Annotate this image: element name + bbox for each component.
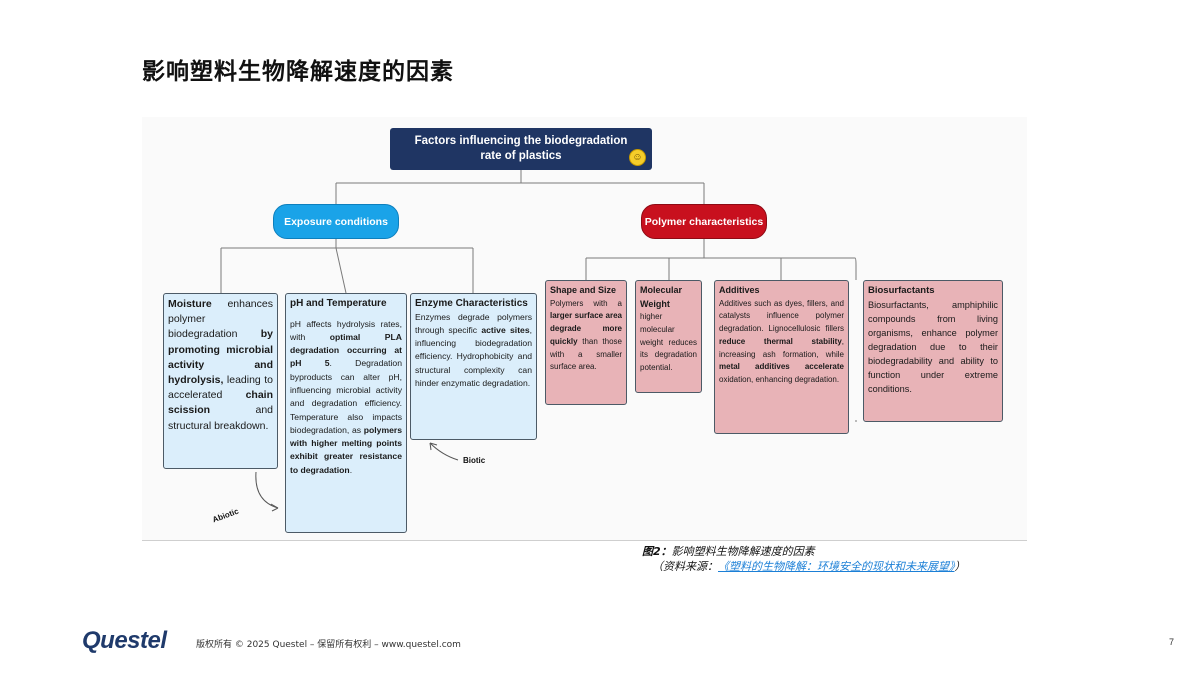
factor-shape-bold: larger surface area degrade more quickly [550, 311, 622, 346]
factor-additives-text: , increasing ash formation, while [719, 336, 844, 359]
factor-moisture: Moisture enhances polymer biodegradation… [163, 293, 278, 469]
factor-ph-text: . [349, 464, 353, 475]
biotic-arrow [429, 442, 459, 461]
factor-ph-text: pH affects hydrolysis rates, with [290, 318, 402, 342]
factor-molecular-text: higher molecular weight reduces its degr… [640, 312, 697, 373]
root-connector [335, 170, 705, 204]
factor-shape-text: than those with a smaller surface area. [550, 336, 622, 372]
factor-ph-text: . Degradation byproducts can alter pH, i… [290, 358, 402, 435]
factor-enzyme-bold: active sites [481, 324, 530, 335]
factor-shape-title: Shape and Size [550, 285, 617, 295]
abiotic-arrow [255, 471, 279, 509]
factor-moisture-bold: chain scission [168, 389, 273, 417]
page-number: 7 [1169, 637, 1175, 647]
factor-moisture-bold: by promoting microbial activity and hydr… [168, 328, 273, 387]
exposure-connector [220, 239, 474, 294]
factor-moisture-text: and structural breakdown. [168, 404, 273, 432]
caption-text: 影响塑料生物降解速度的因素 [671, 545, 815, 558]
factor-additives-text: oxidation, enhancing degradation. [719, 375, 840, 385]
factor-biosurfactants-text: Biosurfactants, amphiphilic compounds fr… [868, 299, 998, 394]
factor-enzyme-title: Enzyme Characteristics [415, 298, 528, 309]
caption-figure-label: 图2： [642, 545, 672, 558]
footer-copyright: 版权所有 © 2025 Questel – 保留所有权利 – www.quest… [196, 640, 461, 650]
category-exposure-label: Exposure conditions [284, 215, 388, 228]
factor-additives-bold: metal additives accelerate [719, 362, 844, 372]
factor-additives-title: Additives [719, 285, 760, 295]
smiley-icon: ☺ [629, 149, 646, 166]
factor-moisture-text: enhances polymer biodegradation [168, 298, 273, 341]
diagram-figure: Factors influencing the biodegradation r… [142, 117, 1027, 541]
factor-additives-text: Additives such as dyes, fillers, and cat… [719, 298, 844, 334]
biotic-label: Biotic [463, 456, 486, 465]
factor-moisture-text: leading to accelerated [168, 374, 273, 402]
factor-enzyme-text: , influencing biodegradation efficiency.… [415, 324, 533, 388]
caption-source-suffix: ） [954, 560, 966, 573]
caption-source: （资料来源：《塑料的生物降解：环境安全的现状和未来展望》） [642, 559, 966, 574]
factor-molecular-weight: Molecular Weight higher molecular weight … [635, 280, 702, 393]
factor-moisture-title: Moisture [168, 298, 212, 310]
root-label: Factors influencing the biodegradation r… [414, 135, 628, 162]
factor-enzyme-text: Enzymes degrade polymers through specifi… [415, 311, 532, 335]
category-exposure: Exposure conditions [273, 204, 399, 239]
factor-ph-temperature: pH and Temperature pH affects hydrolysis… [285, 293, 407, 533]
factor-ph-title: pH and Temperature [290, 298, 387, 309]
caption-source-link[interactable]: 《塑料的生物降解：环境安全的现状和未来展望》 [718, 560, 955, 573]
category-polymer-label: Polymer characteristics [644, 215, 764, 228]
factor-biosurfactants-title: Biosurfactants [868, 285, 935, 296]
root-node: Factors influencing the biodegradation r… [390, 128, 652, 170]
factor-molecular-title: Molecular Weight [640, 285, 683, 309]
polymer-connector [585, 239, 857, 422]
slide-title: 影响塑料生物降解速度的因素 [142, 59, 454, 85]
factor-ph-bold: polymers with higher melting points exhi… [290, 424, 402, 475]
questel-logo: Questel [82, 627, 167, 654]
figure-caption: 图2：影响塑料生物降解速度的因素 （资料来源：《塑料的生物降解：环境安全的现状和… [642, 544, 966, 574]
caption-source-prefix: （资料来源： [652, 560, 718, 573]
factor-additives-bold: reduce thermal stability [719, 336, 842, 346]
factor-ph-bold: optimal PLA degradation occurring at pH … [290, 331, 402, 369]
connector-lines [220, 170, 857, 512]
category-polymer: Polymer characteristics [641, 204, 767, 239]
factor-shape-text: Polymers with a [550, 298, 622, 308]
